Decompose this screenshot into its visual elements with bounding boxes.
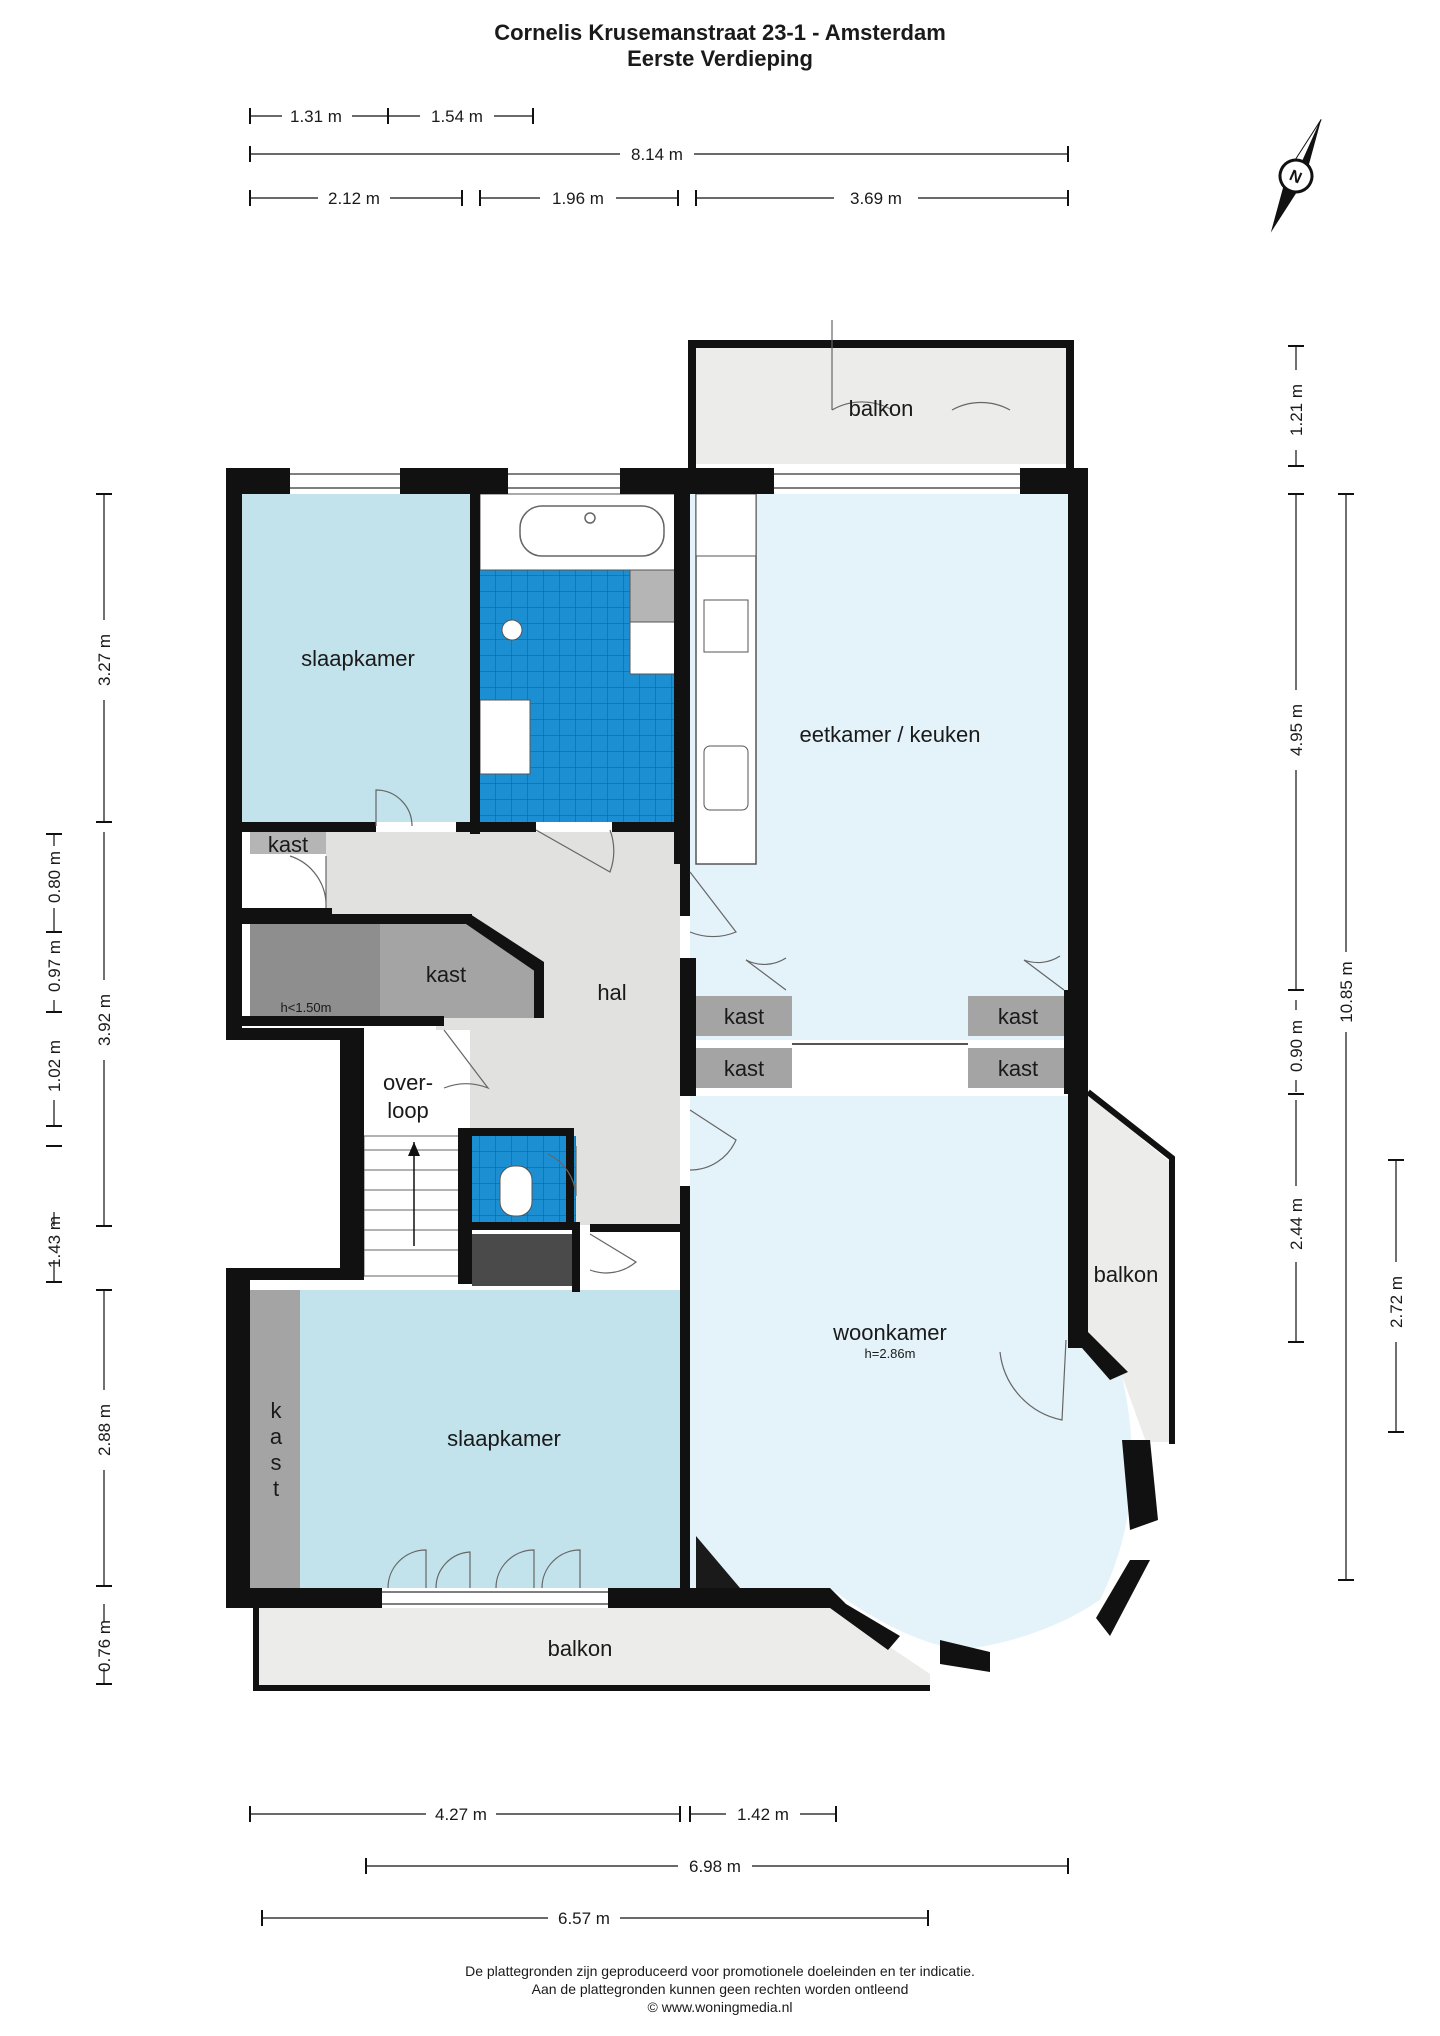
shower-drain [501, 619, 523, 641]
address-title: Cornelis Krusemanstraat 23-1 - Amsterdam [494, 20, 946, 45]
label-kast-1: kast [724, 1004, 764, 1029]
shower-cabinet [629, 569, 677, 623]
dim-right-side: 2.72 m [1387, 1276, 1406, 1328]
balkon-bottom-floor [258, 1608, 930, 1686]
eetkamer-floor [690, 494, 1068, 1040]
label-kast-vertical-2: a [270, 1424, 283, 1449]
label-overloop-1: over- [383, 1070, 433, 1095]
woonkamer-corner-fill [696, 1536, 740, 1588]
dim-left-c: 1.02 m [45, 1040, 64, 1092]
footer-disclaimer-1: De plattegronden zijn geproduceerd voor … [465, 1963, 975, 1979]
label-kast-height: h<1.50m [281, 1000, 332, 1015]
dimension-labels: 1.31 m 1.54 m 8.14 m 2.12 m 1.96 m 3.69 … [45, 107, 1406, 1928]
label-slaapkamer-1: slaapkamer [301, 646, 415, 671]
dim-top-3: 2.12 m [328, 189, 380, 208]
footer-disclaimer-2: Aan de plattegronden kunnen geen rechten… [531, 1981, 909, 1997]
bathtub-drain [584, 512, 596, 524]
dim-top-2: 1.54 m [431, 107, 483, 126]
label-eetkamer: eetkamer / keuken [800, 722, 981, 747]
kast-3-floor [968, 996, 1064, 1036]
label-woonkamer: woonkamer [832, 1320, 947, 1345]
slaapkamer-1-floor [242, 494, 470, 822]
label-balkon-top: balkon [849, 396, 914, 421]
dim-right-total: 10.85 m [1337, 961, 1356, 1022]
label-kast-vertical-1: k [271, 1398, 283, 1423]
dim-left-3: 2.88 m [95, 1404, 114, 1456]
dim-left-d: 1.43 m [45, 1216, 64, 1268]
kast-2-floor [696, 1048, 792, 1088]
label-woonkamer-height: h=2.86m [865, 1346, 916, 1361]
dim-bottom-3: 6.98 m [689, 1857, 741, 1876]
bathroom-vanity [479, 699, 531, 775]
washing-machine [629, 621, 677, 675]
compass-icon: N [1270, 119, 1322, 233]
dim-bottom-2: 1.42 m [737, 1805, 789, 1824]
kast-4-floor [968, 1048, 1064, 1088]
dim-right-2: 4.95 m [1287, 704, 1306, 756]
kast-vertical-floor [250, 1290, 300, 1588]
dim-right-1: 1.21 m [1287, 384, 1306, 436]
dimension-lines [53, 115, 1397, 1919]
dimension-ticks [46, 108, 1404, 1926]
dim-top-4: 1.96 m [552, 189, 604, 208]
walls [226, 340, 1158, 1672]
label-kast-hal-small: kast [268, 832, 308, 857]
dim-left-b: 0.97 m [45, 940, 64, 992]
windows [290, 473, 1020, 1605]
meter-cupboard [472, 1234, 572, 1286]
floor-title: Eerste Verdieping [627, 46, 813, 71]
toilet [499, 1165, 533, 1217]
label-kast-2: kast [724, 1056, 764, 1081]
dim-right-3: 0.90 m [1287, 1020, 1306, 1072]
dim-bottom-1: 4.27 m [435, 1805, 487, 1824]
label-balkon-side: balkon [1094, 1262, 1159, 1287]
balcony-railings [253, 1089, 1175, 1691]
label-slaapkamer-2: slaapkamer [447, 1426, 561, 1451]
dim-top-total: 8.14 m [631, 145, 683, 164]
label-overloop-2: loop [387, 1098, 429, 1123]
label-balkon-bottom: balkon [548, 1636, 613, 1661]
dim-left-4: 0.76 m [95, 1620, 114, 1672]
dim-top-1: 1.31 m [290, 107, 342, 126]
dim-bottom-4: 6.57 m [558, 1909, 610, 1928]
label-kast-4: kast [998, 1056, 1038, 1081]
cooktop [703, 599, 749, 653]
dim-left-1: 3.27 m [95, 634, 114, 686]
slaapkamer-2-floor [300, 1290, 680, 1588]
label-kast-3: kast [998, 1004, 1038, 1029]
footer-copyright: © www.woningmedia.nl [647, 1999, 793, 2015]
bathtub-basin [519, 505, 665, 557]
dim-right-4: 2.44 m [1287, 1198, 1306, 1250]
kitchen-sink [703, 745, 749, 811]
dim-left-a: 0.80 m [45, 851, 64, 903]
fridge [695, 493, 757, 557]
dim-top-5: 3.69 m [850, 189, 902, 208]
door-swings [289, 320, 1067, 1589]
kast-1-floor [696, 996, 792, 1036]
dim-left-2: 3.92 m [95, 994, 114, 1046]
label-kast-vertical-3: s [271, 1450, 282, 1475]
woonkamer-floor [690, 1096, 1133, 1650]
label-kast-vertical-4: t [273, 1476, 279, 1501]
label-kast-hal-large: kast [426, 962, 466, 987]
label-hal: hal [597, 980, 626, 1005]
room-labels: balkon slaapkamer eetkamer / keuken kast… [268, 396, 1159, 1661]
